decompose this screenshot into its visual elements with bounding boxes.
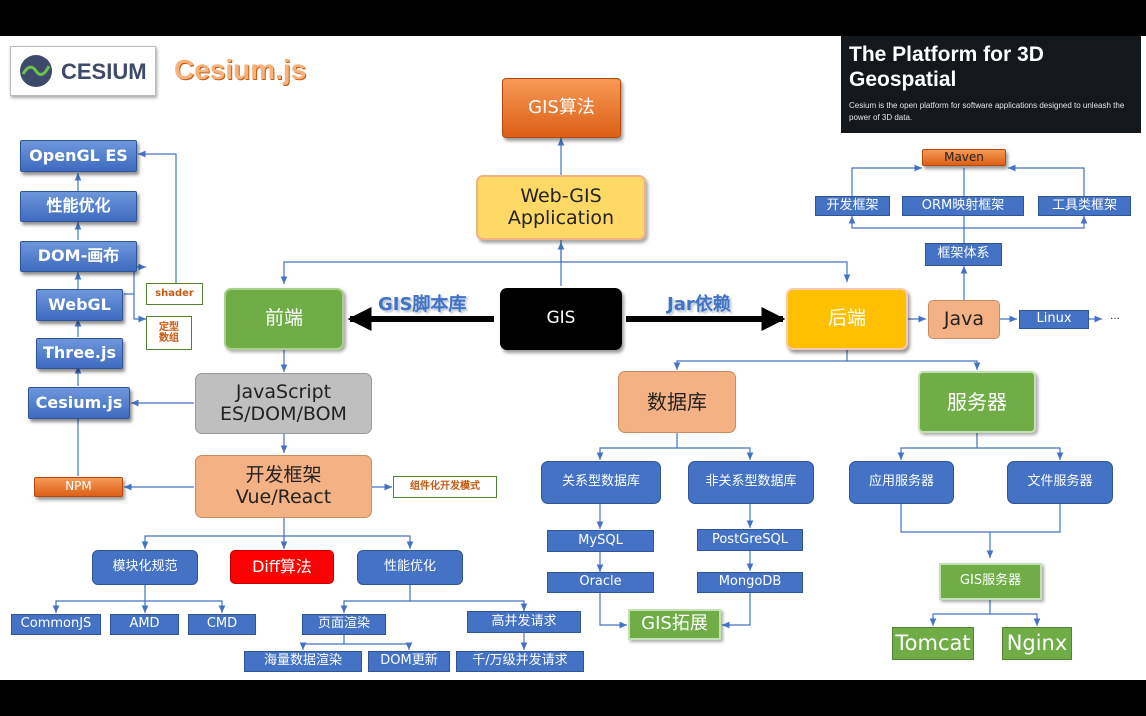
node-backend: 后端: [786, 288, 908, 350]
node-webgis-application: Web-GIS Application: [476, 175, 646, 240]
node-dev-framework: 开发框架 Vue/React: [195, 455, 372, 518]
node-relational-db: 关系型数据库: [541, 461, 661, 504]
node-maven: Maven: [922, 149, 1006, 166]
node-page-render: 页面渲染: [302, 614, 386, 635]
node-java: Java: [928, 300, 1000, 339]
cesium-logo: CESIUM: [10, 46, 156, 96]
stack-webgl: WebGL: [36, 289, 123, 321]
cesium-globe-icon: [20, 55, 52, 87]
node-gis-server: GIS服务器: [939, 563, 1042, 600]
stack-performance: 性能优化: [20, 191, 137, 222]
node-app-server: 应用服务器: [849, 461, 954, 504]
node-frontend: 前端: [224, 288, 344, 350]
label-jar-dependency: Jar依赖: [667, 294, 731, 315]
node-oracle: Oracle: [547, 572, 654, 593]
node-mysql: MySQL: [547, 530, 654, 552]
node-massive-render: 海量数据渲染: [244, 651, 362, 672]
mind-map-canvas: CESIUM Cesium.js The Platform for 3D Geo…: [0, 36, 1146, 680]
node-nonrelational-db: 非关系型数据库: [688, 461, 814, 504]
logo-wordmark: CESIUM: [61, 59, 147, 84]
tag-component-mode: 组件化开发模式: [393, 476, 497, 498]
node-mongodb: MongoDB: [697, 572, 803, 593]
node-frontend-performance: 性能优化: [357, 550, 463, 585]
node-gis-extension: GIS拓展: [628, 609, 721, 640]
promo-banner: The Platform for 3D Geospatial Cesium is…: [841, 36, 1141, 133]
node-file-server: 文件服务器: [1007, 461, 1113, 504]
node-high-concurrency: 高并发请求: [467, 611, 581, 633]
label-gis-script-lib: GIS脚本库: [378, 294, 467, 315]
stack-cesiumjs: Cesium.js: [28, 387, 130, 419]
node-commonjs: CommonJS: [11, 614, 101, 635]
promo-text: Cesium is the open platform for software…: [849, 101, 1125, 122]
node-javascript: JavaScript ES/DOM/BOM: [195, 373, 372, 434]
node-gis: GIS: [500, 288, 622, 350]
stack-opengl-es: OpenGL ES: [20, 140, 137, 172]
node-tomcat: Tomcat: [892, 627, 974, 660]
tag-typed-array: 定型 数组: [146, 316, 192, 350]
node-amd: AMD: [110, 614, 179, 635]
node-nginx: Nginx: [1002, 627, 1072, 660]
stack-dom-canvas: DOM-画布: [20, 241, 137, 272]
node-diff-algorithm: Diff算法: [230, 550, 334, 584]
node-cmd: CMD: [188, 614, 256, 635]
node-database: 数据库: [618, 371, 736, 433]
node-npm: NPM: [34, 477, 123, 497]
promo-title: The Platform for 3D Geospatial: [849, 43, 1044, 91]
node-dev-framework-backend: 开发框架: [815, 196, 890, 216]
node-module-spec: 模块化规范: [92, 550, 198, 585]
node-tool-framework: 工具类框架: [1038, 196, 1131, 216]
node-massive-concurrency: 千/万级并发请求: [456, 651, 584, 672]
node-server: 服务器: [918, 371, 1036, 433]
node-dom-update: DOM更新: [368, 651, 450, 672]
node-postgresql: PostGreSQL: [697, 529, 803, 551]
logo-title: Cesium.js: [174, 54, 307, 85]
node-orm-framework: ORM映射框架: [902, 196, 1024, 216]
node-gis-algorithm: GIS算法: [502, 78, 621, 138]
more-ellipsis: …: [1110, 311, 1120, 322]
connector-lines: [52, 138, 1102, 650]
stack-threejs: Three.js: [36, 338, 123, 369]
node-linux: Linux: [1019, 310, 1089, 329]
tag-shader: shader: [146, 283, 203, 305]
node-framework-system: 框架体系: [925, 243, 1002, 266]
